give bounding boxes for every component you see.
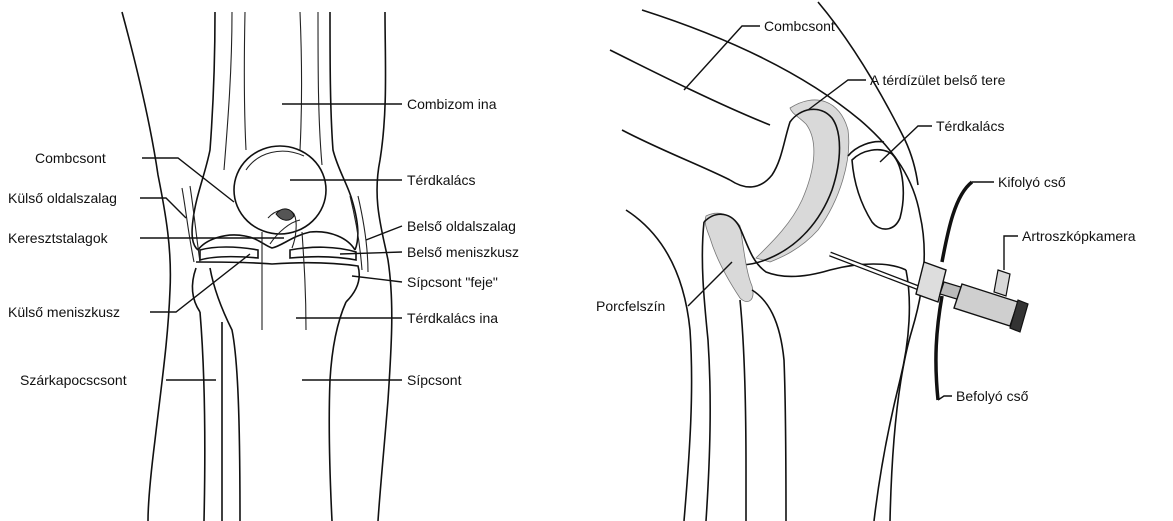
fibula-head	[193, 268, 200, 312]
fibula-left	[200, 312, 205, 521]
cruciate-dark	[276, 209, 294, 220]
thigh-outline-top	[642, 10, 920, 215]
label-sipcsont-feje: Sípcsont "feje"	[407, 274, 498, 290]
medial-collateral-2	[358, 196, 368, 272]
label-terdkalacs-left: Térdkalács	[407, 172, 475, 188]
leader-porcfelszin	[688, 262, 732, 306]
tibia-left-edge	[210, 268, 240, 521]
camera-stem	[994, 270, 1010, 296]
patella-shape	[234, 146, 326, 234]
label-belso-oldalszalag: Belső oldalszalag	[407, 218, 516, 234]
label-sipcsont: Sípcsont	[407, 372, 461, 388]
label-befolyo-cso: Befolyó cső	[956, 388, 1028, 404]
label-artroszkopkamera: Artroszkópkamera	[1022, 228, 1136, 244]
outflow-tube	[942, 182, 972, 262]
patellar-tendon-right	[302, 232, 306, 330]
inflow-tube	[936, 296, 942, 400]
label-keresztszalagok: Keresztstalagok	[8, 230, 108, 246]
femur-lower	[622, 130, 730, 180]
label-porcfelszin: Porcfelszín	[596, 298, 665, 314]
label-combizom-ina: Combizom ina	[407, 96, 496, 112]
leg-outline-left	[122, 12, 170, 521]
patella-side	[852, 150, 903, 229]
femur-shaft-left	[192, 12, 215, 250]
fibula-side-1	[752, 290, 786, 521]
femur-inner-line	[224, 12, 232, 170]
label-combcsont-left: Combcsont	[35, 150, 106, 166]
camera-body	[954, 284, 1018, 326]
leg-outline-right	[377, 12, 392, 521]
label-terdkalacs-right: Térdkalács	[936, 118, 1004, 134]
leader-artroszkopkamera	[1004, 236, 1018, 270]
femur-inner-right	[318, 12, 322, 165]
quad-tendon-left	[244, 12, 246, 150]
label-belso-meniszkusz: Belső meniszkusz	[407, 244, 519, 260]
tibia-right-edge	[329, 302, 346, 521]
lateral-meniscus	[200, 247, 258, 260]
leader-combcsont-right	[684, 26, 760, 90]
tibia-cartilage	[705, 213, 753, 301]
label-terdkalacs-ina: Térdkalács ina	[407, 310, 498, 326]
label-szarkapocscsont: Szárkapocscsont	[20, 372, 127, 388]
femur-upper	[610, 50, 770, 125]
patella-cartilage	[848, 142, 884, 156]
tibial-plateau	[196, 262, 359, 302]
arthroscope-shaft-inner	[830, 254, 924, 290]
calf-outline	[626, 210, 692, 521]
leader-belso-meniszkusz	[340, 252, 402, 254]
label-kulso-oldalszalag: Külső oldalszalag	[8, 190, 117, 206]
label-kulso-meniszkusz: Külső meniszkusz	[8, 304, 120, 320]
quad-tendon-right	[300, 12, 302, 150]
label-combcsont-right: Combcsont	[764, 18, 835, 34]
front-knee-diagram	[122, 12, 402, 521]
label-terdizulet-belso-tere: A térdízület belső tere	[870, 72, 1005, 88]
label-kifolyo-cso: Kifolyó cső	[998, 174, 1066, 190]
fibula-side-2	[740, 300, 746, 521]
leader-befolyo-cso	[938, 396, 952, 400]
shin-outline	[890, 215, 924, 521]
tibia-back	[702, 222, 710, 521]
